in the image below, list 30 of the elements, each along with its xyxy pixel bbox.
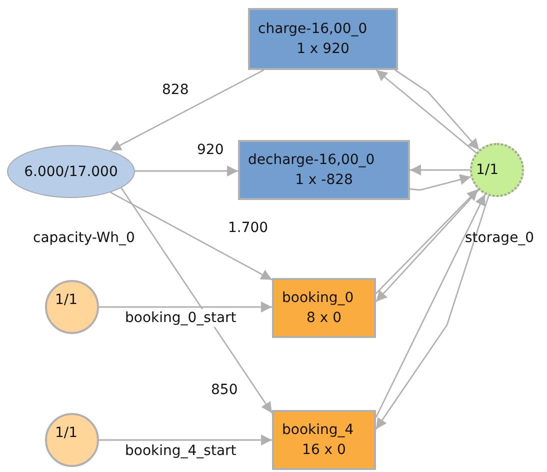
arrow xyxy=(376,69,477,154)
booking-box xyxy=(272,410,376,470)
process-box xyxy=(238,140,410,200)
node-label: 6.000/17.000 xyxy=(24,162,118,182)
edge-label: booking_4_start xyxy=(125,442,236,460)
arrow xyxy=(135,166,238,176)
arrow xyxy=(110,192,272,280)
node-value: 8 x 0 xyxy=(306,309,342,328)
arrow xyxy=(410,164,470,176)
arrow xyxy=(394,69,480,150)
node-label: 1/1 xyxy=(55,424,78,443)
arrow xyxy=(110,69,264,152)
arrow xyxy=(99,434,272,446)
node-value: 16 x 0 xyxy=(302,441,346,460)
node-caption: capacity-Wh_0 xyxy=(33,229,135,247)
node-label: charge-16,00_0 xyxy=(257,20,368,39)
booking-box xyxy=(272,278,376,338)
arrow xyxy=(99,302,272,312)
node-label: booking_0 xyxy=(281,289,354,308)
node-caption: storage_0 xyxy=(465,229,534,247)
node-label: decharge-16,00_0 xyxy=(247,151,375,170)
arrow xyxy=(120,188,273,414)
edge-label: booking_0_start xyxy=(125,309,236,327)
node-label: booking_4 xyxy=(281,421,354,440)
node-label: 1/1 xyxy=(55,291,78,310)
process-box xyxy=(248,8,398,70)
node-value: 1 x -828 xyxy=(295,171,353,190)
node-label: 1/1 xyxy=(476,161,499,180)
arrow xyxy=(410,174,472,191)
node-value: 1 x 920 xyxy=(296,40,350,59)
